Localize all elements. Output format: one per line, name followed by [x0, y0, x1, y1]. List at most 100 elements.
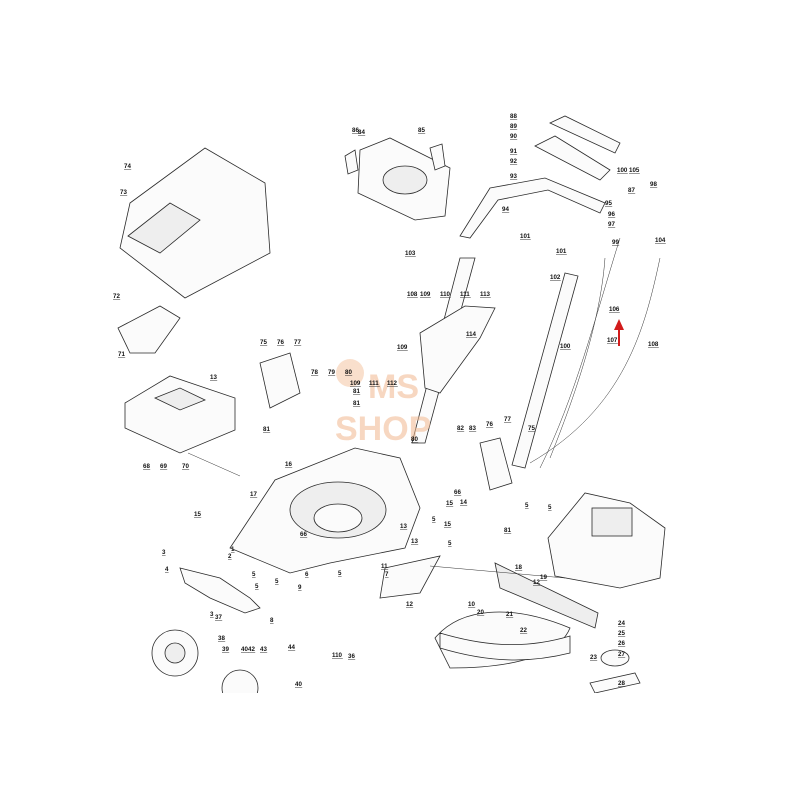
watermark-line2: SHOP [335, 410, 431, 448]
callout-8: 8 [270, 617, 274, 624]
cable-99 [539, 237, 621, 469]
callout-93: 93 [510, 173, 517, 180]
callout-69: 69 [160, 463, 167, 470]
callout-7: 7 [385, 571, 389, 578]
callout-15: 15 [194, 511, 201, 518]
callout-89: 89 [510, 123, 517, 130]
callout-95: 95 [605, 200, 612, 207]
callout-110: 110 [332, 652, 343, 659]
callout-3: 3 [210, 611, 214, 618]
callout-100: 100 [617, 167, 628, 174]
watermark: MS SHOP [335, 359, 431, 448]
callout-5: 5 [275, 578, 279, 585]
callout-91: 91 [510, 148, 517, 155]
callout-80: 80 [345, 369, 352, 376]
engine [547, 492, 666, 589]
callout-20: 20 [477, 609, 484, 616]
callout-44: 44 [288, 644, 295, 651]
callout-5: 5 [432, 516, 436, 523]
callout-86: 86 [352, 127, 359, 134]
callout-90: 90 [510, 133, 517, 140]
callout-81: 81 [504, 527, 511, 534]
clip-86 [344, 149, 359, 175]
callout-103: 103 [405, 250, 416, 257]
callout-98: 98 [650, 181, 657, 188]
watermark-line1: MS [368, 368, 419, 406]
clip-85 [429, 143, 446, 171]
callout-88: 88 [510, 113, 517, 120]
callout-10: 10 [468, 601, 475, 608]
callout-4: 4 [165, 566, 169, 573]
callout-42: 42 [248, 646, 255, 653]
handle-lower-right [511, 272, 579, 469]
callout-25: 25 [618, 630, 625, 637]
callout-97: 97 [608, 221, 615, 228]
callout-19: 19 [540, 574, 547, 581]
callout-37: 37 [215, 614, 222, 621]
callout-109: 109 [397, 344, 408, 351]
callout-75: 75 [528, 425, 535, 432]
callout-5: 5 [525, 502, 529, 509]
rod-70 [187, 452, 241, 477]
callout-3: 3 [162, 549, 166, 556]
callout-110: 110 [440, 291, 451, 298]
callout-38: 38 [218, 635, 225, 642]
callout-100: 100 [560, 343, 571, 350]
callout-14: 14 [460, 499, 467, 506]
callout-15: 15 [446, 500, 453, 507]
callout-66: 66 [454, 489, 461, 496]
callout-13: 13 [411, 538, 418, 545]
callout-17: 17 [250, 491, 257, 498]
callout-12: 12 [406, 601, 413, 608]
cable-105 [549, 257, 606, 459]
callout-75: 75 [260, 339, 267, 346]
callout-40: 40 [295, 681, 302, 688]
callout-78: 78 [311, 369, 318, 376]
handle-bar [549, 115, 621, 154]
callout-76: 76 [277, 339, 284, 346]
callout-81: 81 [353, 400, 360, 407]
callout-77: 77 [294, 339, 301, 346]
rear-cover [124, 375, 236, 454]
callout-71: 71 [118, 351, 125, 358]
callout-70: 70 [182, 463, 189, 470]
callout-5: 5 [255, 583, 259, 590]
height-lever [179, 567, 261, 614]
drive-wheel-gear [221, 669, 259, 693]
grass-catcher-frame [127, 202, 201, 254]
cable-107 [529, 257, 661, 464]
bag-support [117, 305, 181, 354]
callout-111: 111 [369, 380, 379, 387]
callout-101: 101 [556, 248, 567, 255]
callout-13: 13 [400, 523, 407, 530]
callout-72: 72 [113, 293, 120, 300]
callout-82: 82 [457, 425, 464, 432]
callout-101: 101 [520, 233, 531, 240]
callout-18: 18 [515, 564, 522, 571]
blade-hub [313, 503, 363, 533]
callout-81: 81 [263, 426, 270, 433]
callout-40: 40 [241, 646, 248, 653]
callout-87: 87 [628, 187, 635, 194]
callout-11: 11 [381, 563, 388, 570]
callout-5: 5 [448, 540, 452, 547]
callout-9: 9 [298, 584, 302, 591]
engine-cylinder [591, 507, 633, 537]
callout-111: 111 [460, 291, 470, 298]
callout-27: 27 [618, 651, 625, 658]
bracket-right [479, 437, 513, 491]
rear-wheel-hub [164, 642, 186, 664]
callout-22: 22 [520, 627, 527, 634]
callout-68: 68 [143, 463, 150, 470]
callout-36: 36 [348, 653, 355, 660]
callout-5: 5 [548, 504, 552, 511]
callout-109: 109 [350, 380, 361, 387]
callout-99: 99 [612, 239, 619, 246]
callout-5: 5 [252, 571, 256, 578]
callout-81: 81 [353, 388, 360, 395]
callout-92: 92 [510, 158, 517, 165]
mount-28 [589, 672, 641, 693]
callout-73: 73 [120, 189, 127, 196]
